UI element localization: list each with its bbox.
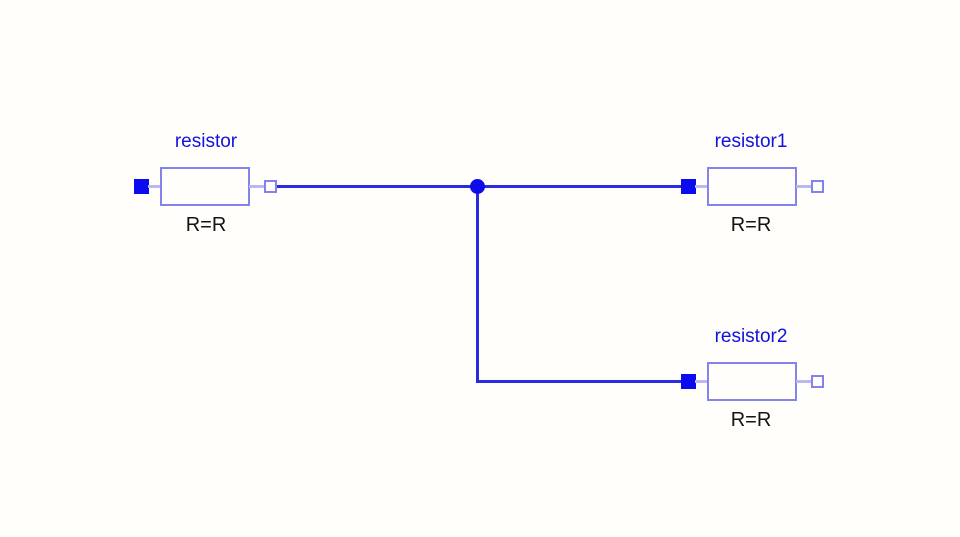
pin-stub bbox=[695, 380, 708, 383]
wire-to-resistor2[interactable] bbox=[476, 380, 682, 383]
component-resistor2-body[interactable] bbox=[707, 362, 797, 401]
pin-stub bbox=[148, 185, 161, 188]
junction-dot-icon[interactable] bbox=[470, 179, 485, 194]
pin-stub bbox=[249, 185, 265, 188]
filled-pin-icon[interactable] bbox=[681, 179, 696, 194]
open-pin-icon[interactable] bbox=[264, 180, 277, 193]
component-label-resistor1: resistor1 bbox=[714, 131, 788, 152]
pin-stub bbox=[796, 185, 812, 188]
open-pin-icon[interactable] bbox=[811, 180, 824, 193]
component-label-resistor2: resistor2 bbox=[714, 326, 788, 347]
component-param-resistor: R=R bbox=[185, 214, 227, 236]
pin-stub bbox=[695, 185, 708, 188]
filled-pin-icon[interactable] bbox=[681, 374, 696, 389]
filled-pin-icon[interactable] bbox=[134, 179, 149, 194]
component-param-resistor1: R=R bbox=[730, 214, 772, 236]
component-param-resistor2: R=R bbox=[730, 409, 772, 431]
component-resistor-body[interactable] bbox=[160, 167, 250, 206]
component-resistor1-body[interactable] bbox=[707, 167, 797, 206]
wire-junction-down[interactable] bbox=[476, 186, 479, 383]
pin-stub bbox=[796, 380, 812, 383]
open-pin-icon[interactable] bbox=[811, 375, 824, 388]
component-label-resistor: resistor bbox=[174, 131, 238, 152]
